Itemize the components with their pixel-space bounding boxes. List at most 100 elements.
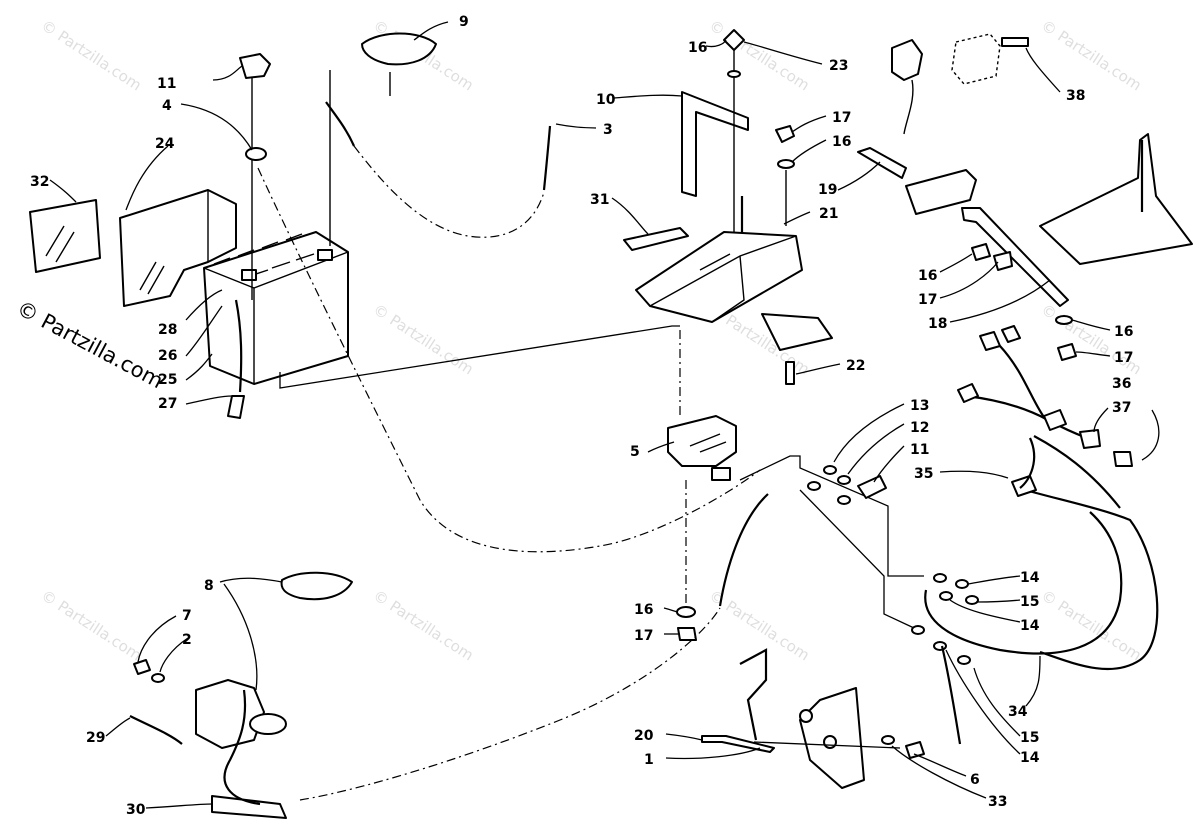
harness-group — [739, 325, 1160, 745]
battery-group — [29, 32, 552, 419]
callout-33: 33 — [988, 794, 1007, 810]
terminal-15a — [939, 591, 953, 601]
main-cable-route — [257, 167, 761, 553]
callout-38: 38 — [1066, 88, 1085, 104]
callout-15b: 15 — [1020, 730, 1039, 746]
vent-tube-end — [227, 395, 245, 419]
switch-mount — [951, 33, 1001, 85]
harness-cable-35 — [1017, 486, 1159, 671]
callout-15a: 15 — [1020, 594, 1039, 610]
cap-37 — [1113, 451, 1133, 467]
callout-13: 13 — [910, 398, 929, 414]
nut-7 — [133, 659, 151, 675]
harness-branch-d — [1019, 437, 1036, 489]
washer-16-lower — [676, 606, 696, 618]
wing-nut — [723, 29, 745, 51]
leader-33 — [891, 745, 987, 799]
callout-16-right: 16 — [918, 268, 937, 284]
washer-16-right — [1055, 315, 1073, 325]
leader-7 — [137, 615, 177, 663]
leader-15a — [975, 599, 1021, 603]
callout-32: 32 — [30, 174, 49, 190]
watermark: © Partzilla.com — [706, 16, 813, 94]
terminal-15b — [933, 641, 947, 651]
watermark: © Partzilla.com — [1038, 16, 1145, 94]
battery-cells — [213, 233, 315, 277]
cable-eye-4 — [245, 147, 267, 161]
watermark: © Partzilla.com — [370, 586, 477, 664]
terminal-b — [911, 625, 925, 635]
terminal-11-boot — [857, 475, 887, 499]
leader-25 — [185, 353, 213, 381]
wire-loop — [249, 713, 287, 735]
leader-11-right — [873, 445, 905, 483]
terminal-ring-a — [807, 481, 821, 491]
callout-17-right: 17 — [918, 292, 937, 308]
nut-17-top — [775, 125, 795, 143]
leader-16-right-b — [1071, 319, 1111, 331]
nut-17-right-b — [993, 251, 1013, 271]
callout-6: 6 — [970, 772, 980, 788]
leader-27 — [185, 395, 233, 405]
callout-28: 28 — [158, 322, 177, 338]
leader-31 — [611, 197, 649, 235]
callout-30: 30 — [126, 802, 146, 818]
nut-17-lower — [677, 627, 697, 641]
leader-11 — [212, 65, 243, 81]
bracket-group — [279, 29, 833, 389]
callout-17-right-b: 17 — [1114, 350, 1133, 366]
cable-3-route — [353, 145, 545, 238]
callouts: 9 11 4 3 24 32 10 16 23 17 16 19 31 21 2… — [30, 14, 1133, 818]
bolt-20 — [701, 735, 775, 753]
watermark: © Partzilla.com — [370, 300, 477, 378]
ignition-route — [299, 607, 721, 801]
callout-16-lower: 16 — [634, 602, 653, 618]
callout-20: 20 — [634, 728, 654, 744]
leader-16-top — [705, 39, 727, 48]
leader-34 — [1025, 655, 1041, 707]
callout-16-top: 16 — [688, 40, 707, 56]
tube-29 — [129, 715, 183, 745]
callout-14b: 14 — [1020, 618, 1040, 634]
nut-15a — [965, 595, 979, 605]
callout-16-mid: 16 — [832, 134, 851, 150]
lead-36-37 — [1141, 409, 1160, 461]
harness-outline-lower — [799, 489, 915, 629]
leader-12 — [847, 423, 905, 475]
conduit-30 — [211, 795, 287, 819]
leader-21 — [783, 211, 811, 225]
callout-25: 25 — [158, 372, 177, 388]
switch-lead — [903, 79, 914, 135]
callout-5: 5 — [630, 444, 640, 460]
tray-link — [279, 325, 680, 389]
washer-2 — [151, 673, 165, 683]
solenoid-post — [711, 467, 731, 481]
leader-23 — [743, 41, 823, 65]
callout-9: 9 — [459, 14, 469, 30]
harness-outline-upper — [739, 455, 924, 577]
mount-axis — [753, 741, 901, 749]
connector-36c — [1001, 325, 1021, 343]
leader-6 — [913, 753, 967, 777]
harness-branch-e — [1033, 435, 1121, 509]
ignition-group — [129, 167, 769, 819]
terminal-neg — [241, 269, 257, 281]
terminal-14a — [933, 573, 947, 583]
harness-branch-a — [965, 394, 1049, 421]
terminal-pos — [317, 249, 333, 261]
leader-22 — [795, 363, 841, 375]
leader-28 — [185, 289, 223, 321]
leader-lines — [49, 21, 1111, 809]
throttle-rod-18 — [961, 207, 1069, 307]
battery-box-detail — [139, 190, 209, 295]
watermarks: © Partzilla.com © Partzilla.com © Partzi… — [38, 16, 1145, 664]
callout-31: 31 — [590, 192, 609, 208]
callout-23: 23 — [829, 58, 848, 74]
connector-36a — [957, 383, 979, 403]
leader-35 — [939, 470, 1009, 479]
lower-mount-group — [701, 648, 925, 789]
vent-tube — [234, 299, 243, 393]
ground-cable — [718, 493, 769, 607]
junction — [1043, 409, 1067, 431]
